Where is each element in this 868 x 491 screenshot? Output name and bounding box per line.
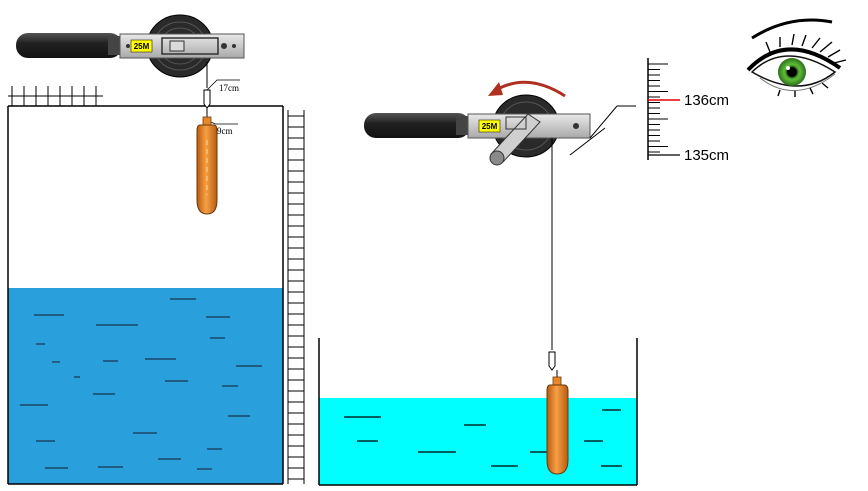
left-mark-upper: 17cm xyxy=(219,83,239,93)
right-tape-reel: 25M xyxy=(364,94,591,166)
left-mark-lower: 9cm xyxy=(217,126,233,136)
scale-reading-lower: 135cm xyxy=(684,147,729,164)
right-tank xyxy=(318,338,638,486)
left-scene: 25M 17cm 9cm xyxy=(7,14,305,485)
left-tank xyxy=(7,105,284,485)
left-probe xyxy=(196,116,218,215)
left-probe-connector xyxy=(203,89,211,109)
right-reel-handle xyxy=(364,113,470,138)
right-water-ripples xyxy=(344,409,622,467)
left-water-ripples xyxy=(20,298,262,470)
left-reel-handle xyxy=(16,33,122,58)
rotation-arrow-icon xyxy=(488,80,566,98)
right-tape-label: 25M xyxy=(482,122,498,131)
left-staff-gauge xyxy=(287,110,305,484)
right-probe-connector xyxy=(548,351,556,371)
right-probe xyxy=(546,376,569,475)
scale-reading-upper: 136cm xyxy=(684,92,729,109)
left-ground-rail xyxy=(8,86,103,107)
zoom-callout xyxy=(569,105,636,156)
right-scene: 25M xyxy=(318,18,847,486)
left-tape-label: 25M xyxy=(134,42,150,51)
left-water xyxy=(8,288,283,484)
crank-handle xyxy=(489,113,541,166)
left-tape-reel: 25M xyxy=(16,14,245,78)
reading-scale: 136cm 135cm xyxy=(647,58,729,164)
eye-icon xyxy=(746,18,847,97)
